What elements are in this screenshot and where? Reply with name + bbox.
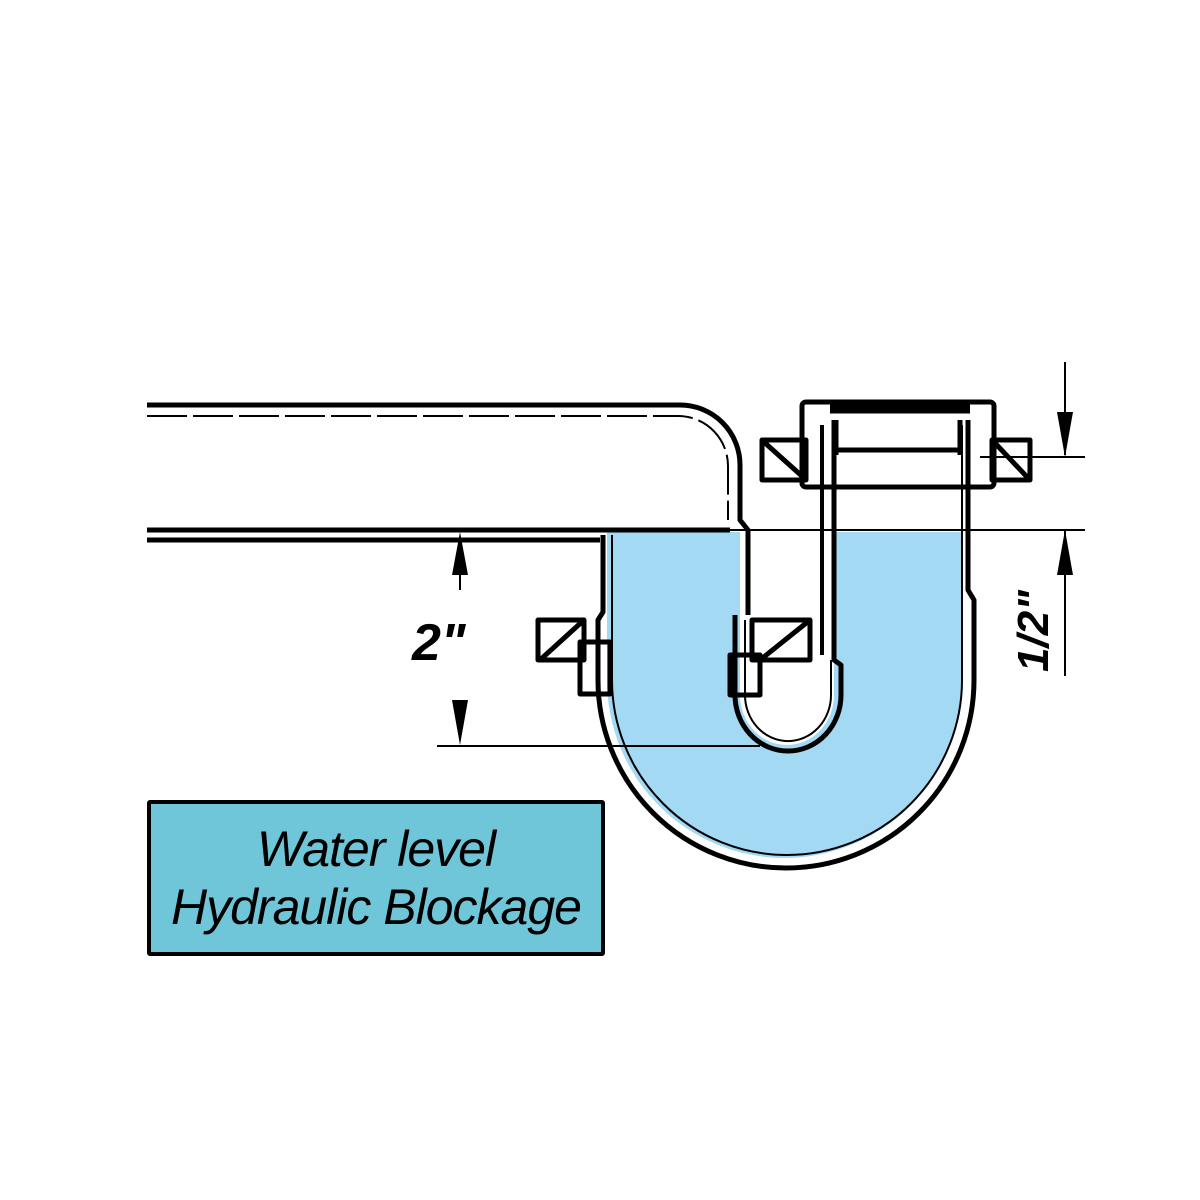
- water-fill: [606, 532, 962, 859]
- trap-inner-wall: [732, 420, 844, 754]
- legend-line-1: Water level: [256, 821, 496, 877]
- right-slip-nut: [727, 617, 813, 698]
- top-nut: [759, 437, 1033, 483]
- horizontal-pipe: [147, 402, 751, 615]
- top-fitting: [799, 399, 997, 490]
- height-label: 2": [411, 614, 467, 672]
- legend-line-2: Hydraulic Blockage: [171, 879, 582, 935]
- left-slip-nut: [535, 617, 613, 697]
- dimension-arrows: [452, 412, 1073, 745]
- seal-depth-label: 1/2": [1009, 589, 1058, 672]
- legend-box: Water level Hydraulic Blockage: [147, 800, 605, 956]
